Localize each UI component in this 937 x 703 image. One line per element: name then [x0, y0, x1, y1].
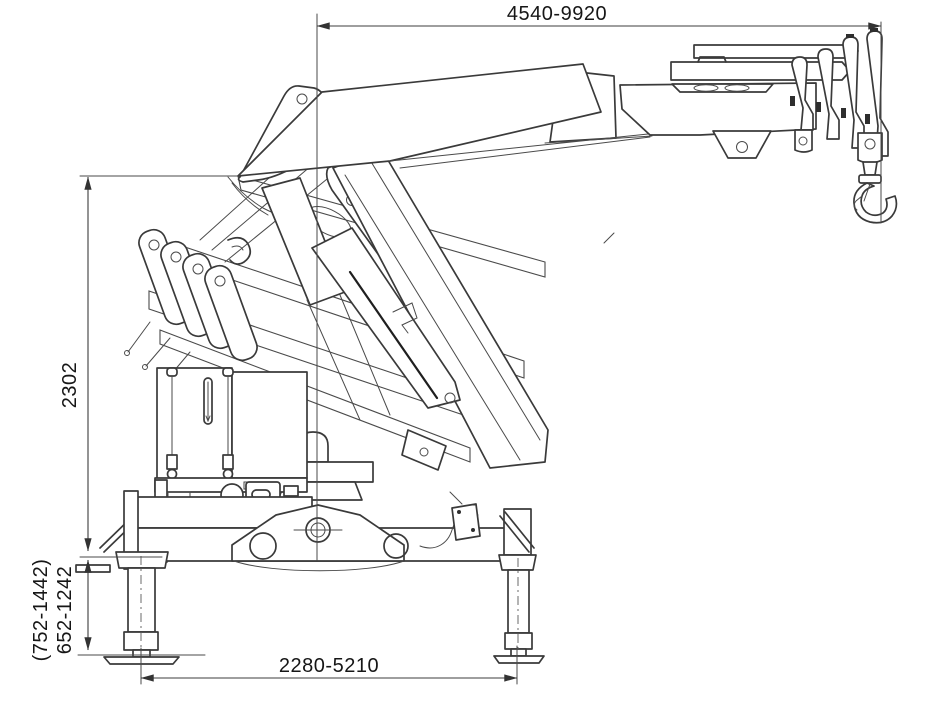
slew-axis-mark	[293, 517, 343, 543]
dim-horizontal-reach-label: 4540-9920	[507, 3, 607, 25]
hook-hanger	[857, 132, 883, 164]
outrigger-left	[103, 551, 180, 665]
extension-heads-stowed	[124, 228, 258, 379]
outrigger-right	[493, 508, 545, 664]
dim-stowed-height-label: 2302	[59, 362, 81, 409]
hook	[853, 182, 898, 224]
boom-section-1	[237, 63, 602, 177]
dim-outrigger-spread-label: 2280-5210	[279, 655, 379, 677]
mounting-frame	[123, 490, 524, 572]
lift-cylinder	[311, 227, 461, 409]
dim-mount-height-label: 652-1242	[54, 566, 76, 655]
boom-head	[619, 82, 817, 136]
main-boom	[237, 63, 817, 244]
cylinder-foot-bracket	[401, 429, 447, 471]
inner-boom	[261, 149, 549, 469]
hook-swivel	[862, 161, 878, 176]
outrigger-foot	[493, 655, 545, 664]
oil-tank	[154, 367, 308, 493]
tie-down-lug	[712, 130, 772, 159]
surface-tick	[603, 232, 615, 244]
boom-top-plate	[671, 83, 774, 93]
dimension-annotations: 4540-9920 2302 (752-1442) 652-1242 2280-…	[30, 3, 882, 685]
dim-mount-height-paren-label: (752-1442)	[30, 559, 52, 662]
frame-gusset	[231, 504, 405, 562]
stowed-hook-curl	[227, 236, 252, 265]
extension-tips	[790, 28, 889, 157]
hook-assembly	[853, 132, 898, 224]
